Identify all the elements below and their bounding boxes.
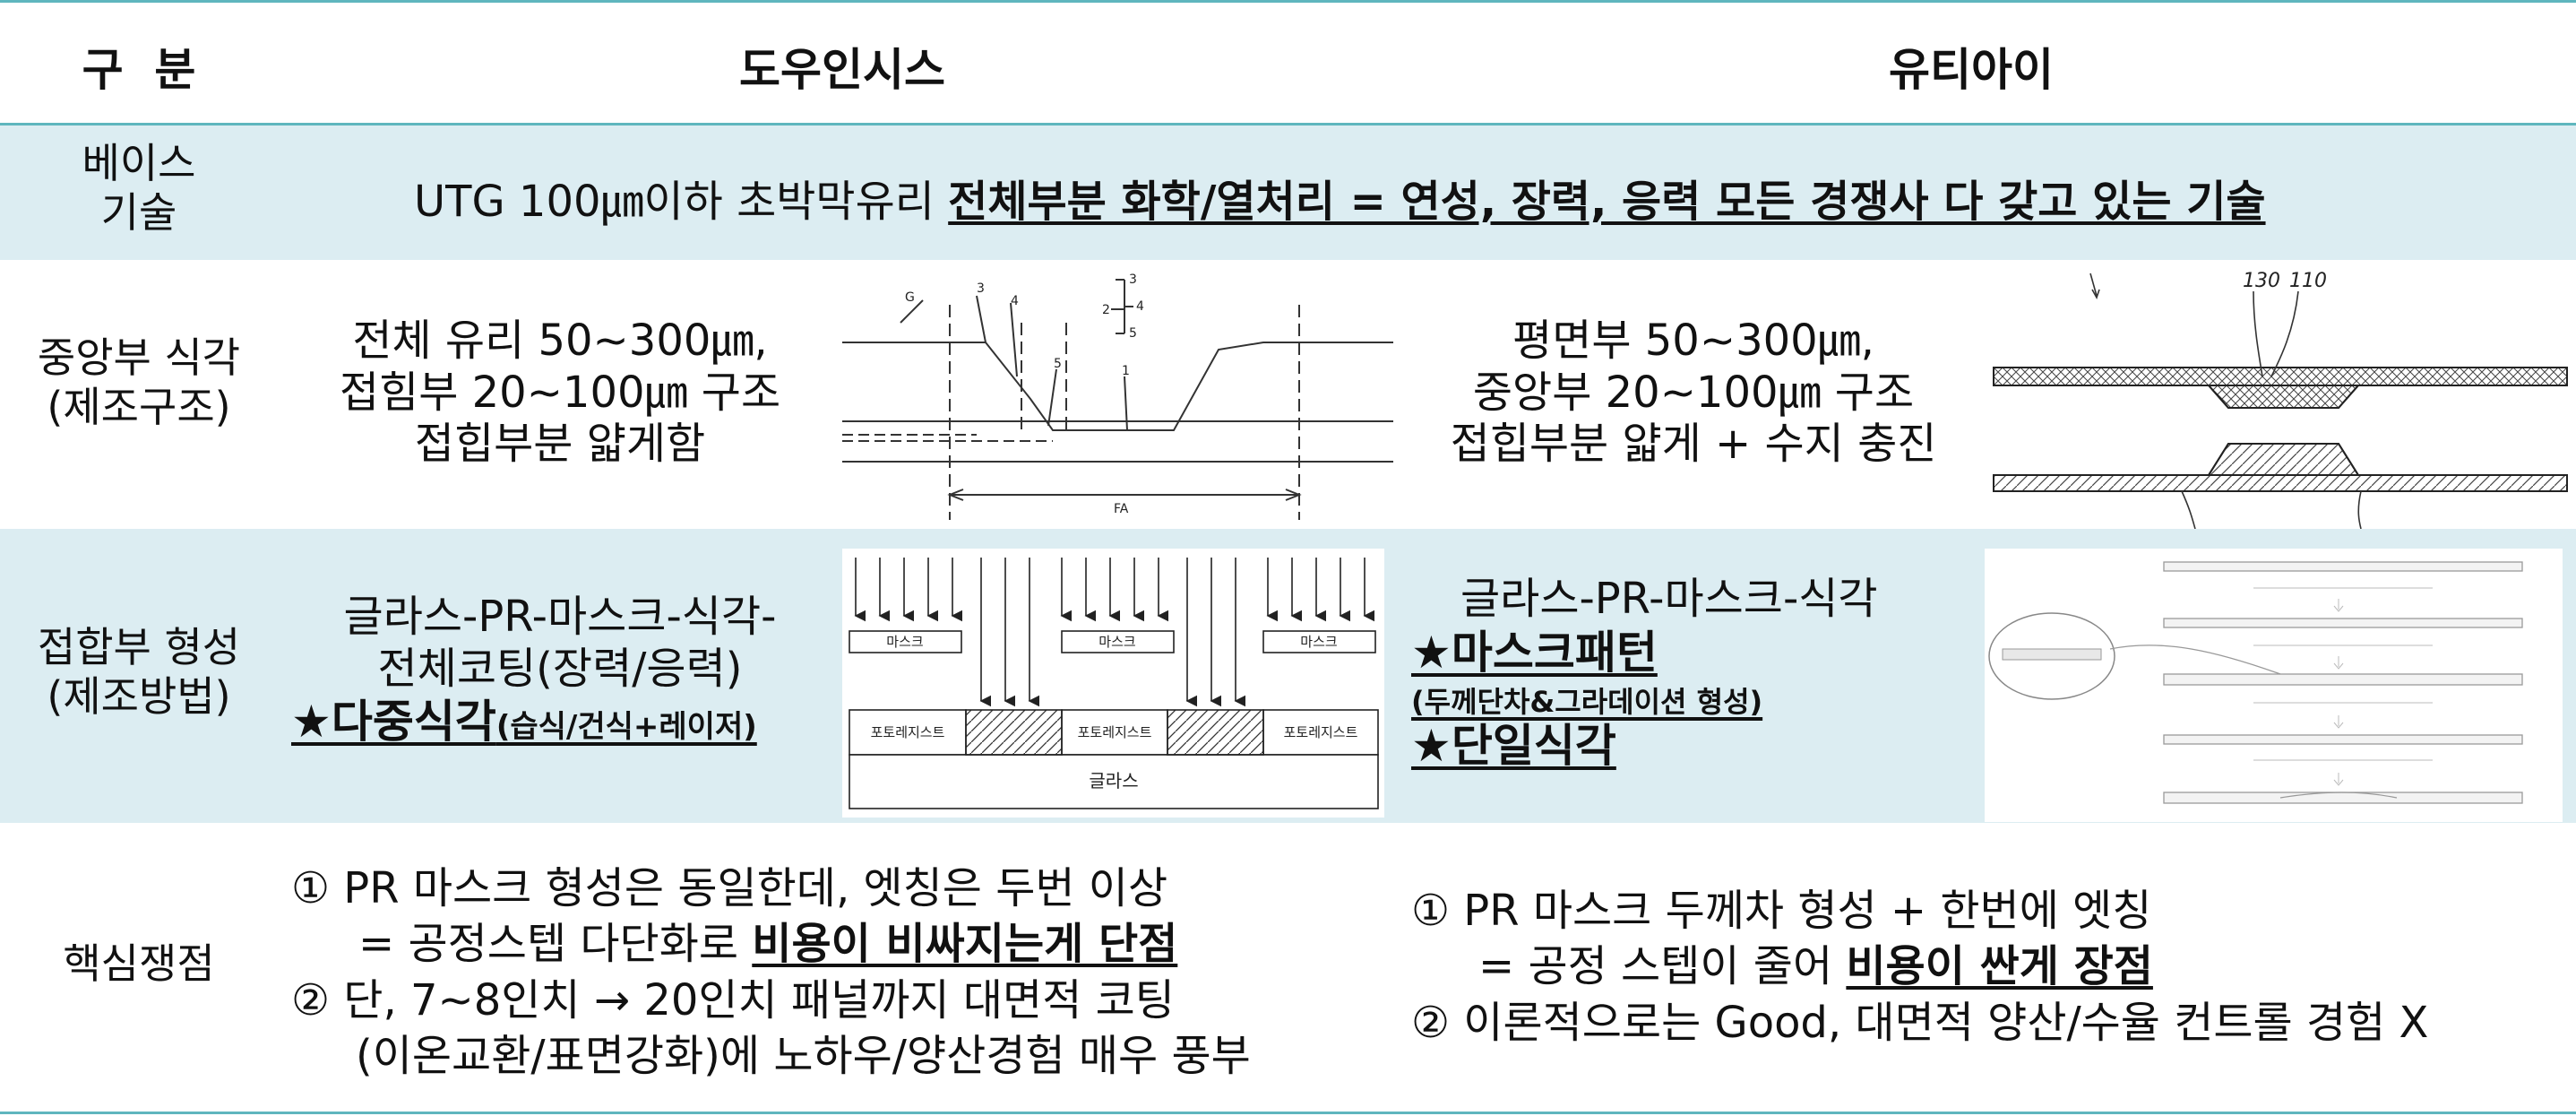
row-label-base: 베이스 기술 [82, 139, 196, 238]
mask-label-2: 마스크 [1098, 634, 1135, 650]
row-label-etch: 중앙부 식각 (제조구조) [37, 333, 241, 432]
joint-a-line2: 전체코팅(장력/응력) [377, 643, 743, 694]
fig-label-5: 5 [1054, 357, 1062, 371]
joint-a-emph: ★다중식각 [291, 696, 496, 748]
issue-a-line2-emph: 비용이 비싸지는게 단점 [752, 919, 1178, 970]
issue-a-line3: ② 단, 7~8인치 → 20인치 패널까지 대면적 코팅 [291, 974, 1175, 1025]
joint-a-line1: 글라스-PR-마스크-식각- [343, 592, 777, 642]
etch-b-figure: 130 110 [1985, 260, 2572, 529]
fig-label-4: 4 [1011, 294, 1019, 308]
row-label-issue: 핵심쟁점 [63, 939, 215, 988]
issue-a-line1: ① PR 마스크 형성은 동일한데, 엣칭은 두번 이상 [291, 863, 1168, 913]
fig-label-fa: FA [1114, 502, 1129, 516]
joint-b-emph1: ★마스크패턴 [1411, 626, 1658, 679]
base-text-plain: UTG 100㎛이하 초박막유리 [414, 177, 949, 227]
joint-a-emph-sub: (습식/건식+레이저) [495, 709, 757, 746]
pr-label-2: 포토레지스트 [1078, 724, 1152, 740]
issue-a-line4: (이온교환/표면강화)에 노하우/양산경험 매우 풍부 [356, 1031, 1251, 1082]
mask-label-3: 마스크 [1300, 634, 1337, 650]
bottom-rule [0, 1112, 2576, 1114]
pr-label-3: 포토레지스트 [1284, 724, 1358, 740]
base-row-band [0, 125, 2576, 260]
issue-b-text: ① PR 마스크 두께차 형성 + 한번에 엣칭 = 공정 스텝이 줄어 비용이… [1411, 883, 2567, 1051]
top-rule [0, 0, 2576, 3]
mask-label-1: 마스크 [886, 634, 923, 650]
issue-b-line1: ① PR 마스크 두께차 형성 + 한번에 엣칭 [1411, 886, 2152, 936]
fig-label-2: 2 [1102, 303, 1110, 317]
joint-b-figure [1985, 549, 2563, 822]
etch-a-figure: G 3 4 2 3 4 5 5 1 FA [842, 269, 1393, 529]
joint-b-line1: 글라스-PR-마스크-식각 [1460, 574, 1878, 624]
issue-b-line3: ② 이론적으로는 Good, 대면적 양산/수율 컨트롤 경험 X [1411, 997, 2429, 1048]
header-rule [0, 123, 2576, 125]
pr-label-1: 포토레지스트 [871, 724, 945, 740]
issue-a-line2-plain: = 공정스텝 다단화로 [358, 919, 753, 970]
etch-a-text: 전체 유리 50~300㎛, 접힘부 20~100㎛ 구조 접힙부분 얇게함 [339, 316, 781, 470]
header-company-a: 도우인시스 [739, 44, 945, 96]
joint-a-figure: 마스크 마스크 마스크 포토레지스트 포토레지스트 포토레지스트 글라스 [842, 549, 1384, 818]
fig-label-g: G [905, 290, 915, 305]
issue-b-line2-emph: 비용이 싼게 장점 [1846, 941, 2153, 992]
fig-label-3: 3 [977, 281, 985, 296]
fig-label-3b: 3 [1129, 273, 1137, 287]
fig-label-130: 130 [2243, 270, 2280, 292]
base-text-emphasis: 전체부분 화학/열처리 = 연성, 장력, 응력 모든 경쟁사 다 갖고 있는 … [948, 177, 2266, 227]
issue-b-line2-plain: = 공정 스텝이 줄어 [1478, 941, 1847, 992]
glass-label: 글라스 [1089, 770, 1138, 792]
base-description: UTG 100㎛이하 초박막유리 전체부분 화학/열처리 = 연성, 장력, 응… [414, 166, 2564, 229]
row-label-joint: 접합부 형성 (제조방법) [37, 623, 241, 722]
joint-b-emph2: ★단일식각 [1411, 719, 1616, 772]
etch-b-text: 평면부 50~300㎛, 중앙부 20~100㎛ 구조 접힙부분 얇게 + 수지… [1450, 316, 1937, 470]
header-category: 구 분 [82, 44, 196, 96]
fig-label-5b: 5 [1129, 326, 1137, 341]
issue-a-text: ① PR 마스크 형성은 동일한데, 엣칭은 두번 이상 = 공정스텝 다단화로… [291, 861, 1393, 1085]
joint-b-emph1-sub: (두께단차&그라데이션 형성) [1411, 684, 1763, 719]
joint-a-text: 글라스-PR-마스크-식각- 전체코팅(장력/응력) ★다중식각(습식/건식+레… [291, 592, 829, 749]
header-company-b: 유티아이 [1889, 44, 2054, 96]
fig-label-110: 110 [2289, 270, 2327, 292]
joint-b-text: 글라스-PR-마스크-식각 ★마스크패턴 (두께단차&그라데이션 형성) ★단일… [1411, 574, 1985, 773]
fig-label-1: 1 [1122, 364, 1130, 378]
fig-label-4b: 4 [1136, 299, 1144, 314]
